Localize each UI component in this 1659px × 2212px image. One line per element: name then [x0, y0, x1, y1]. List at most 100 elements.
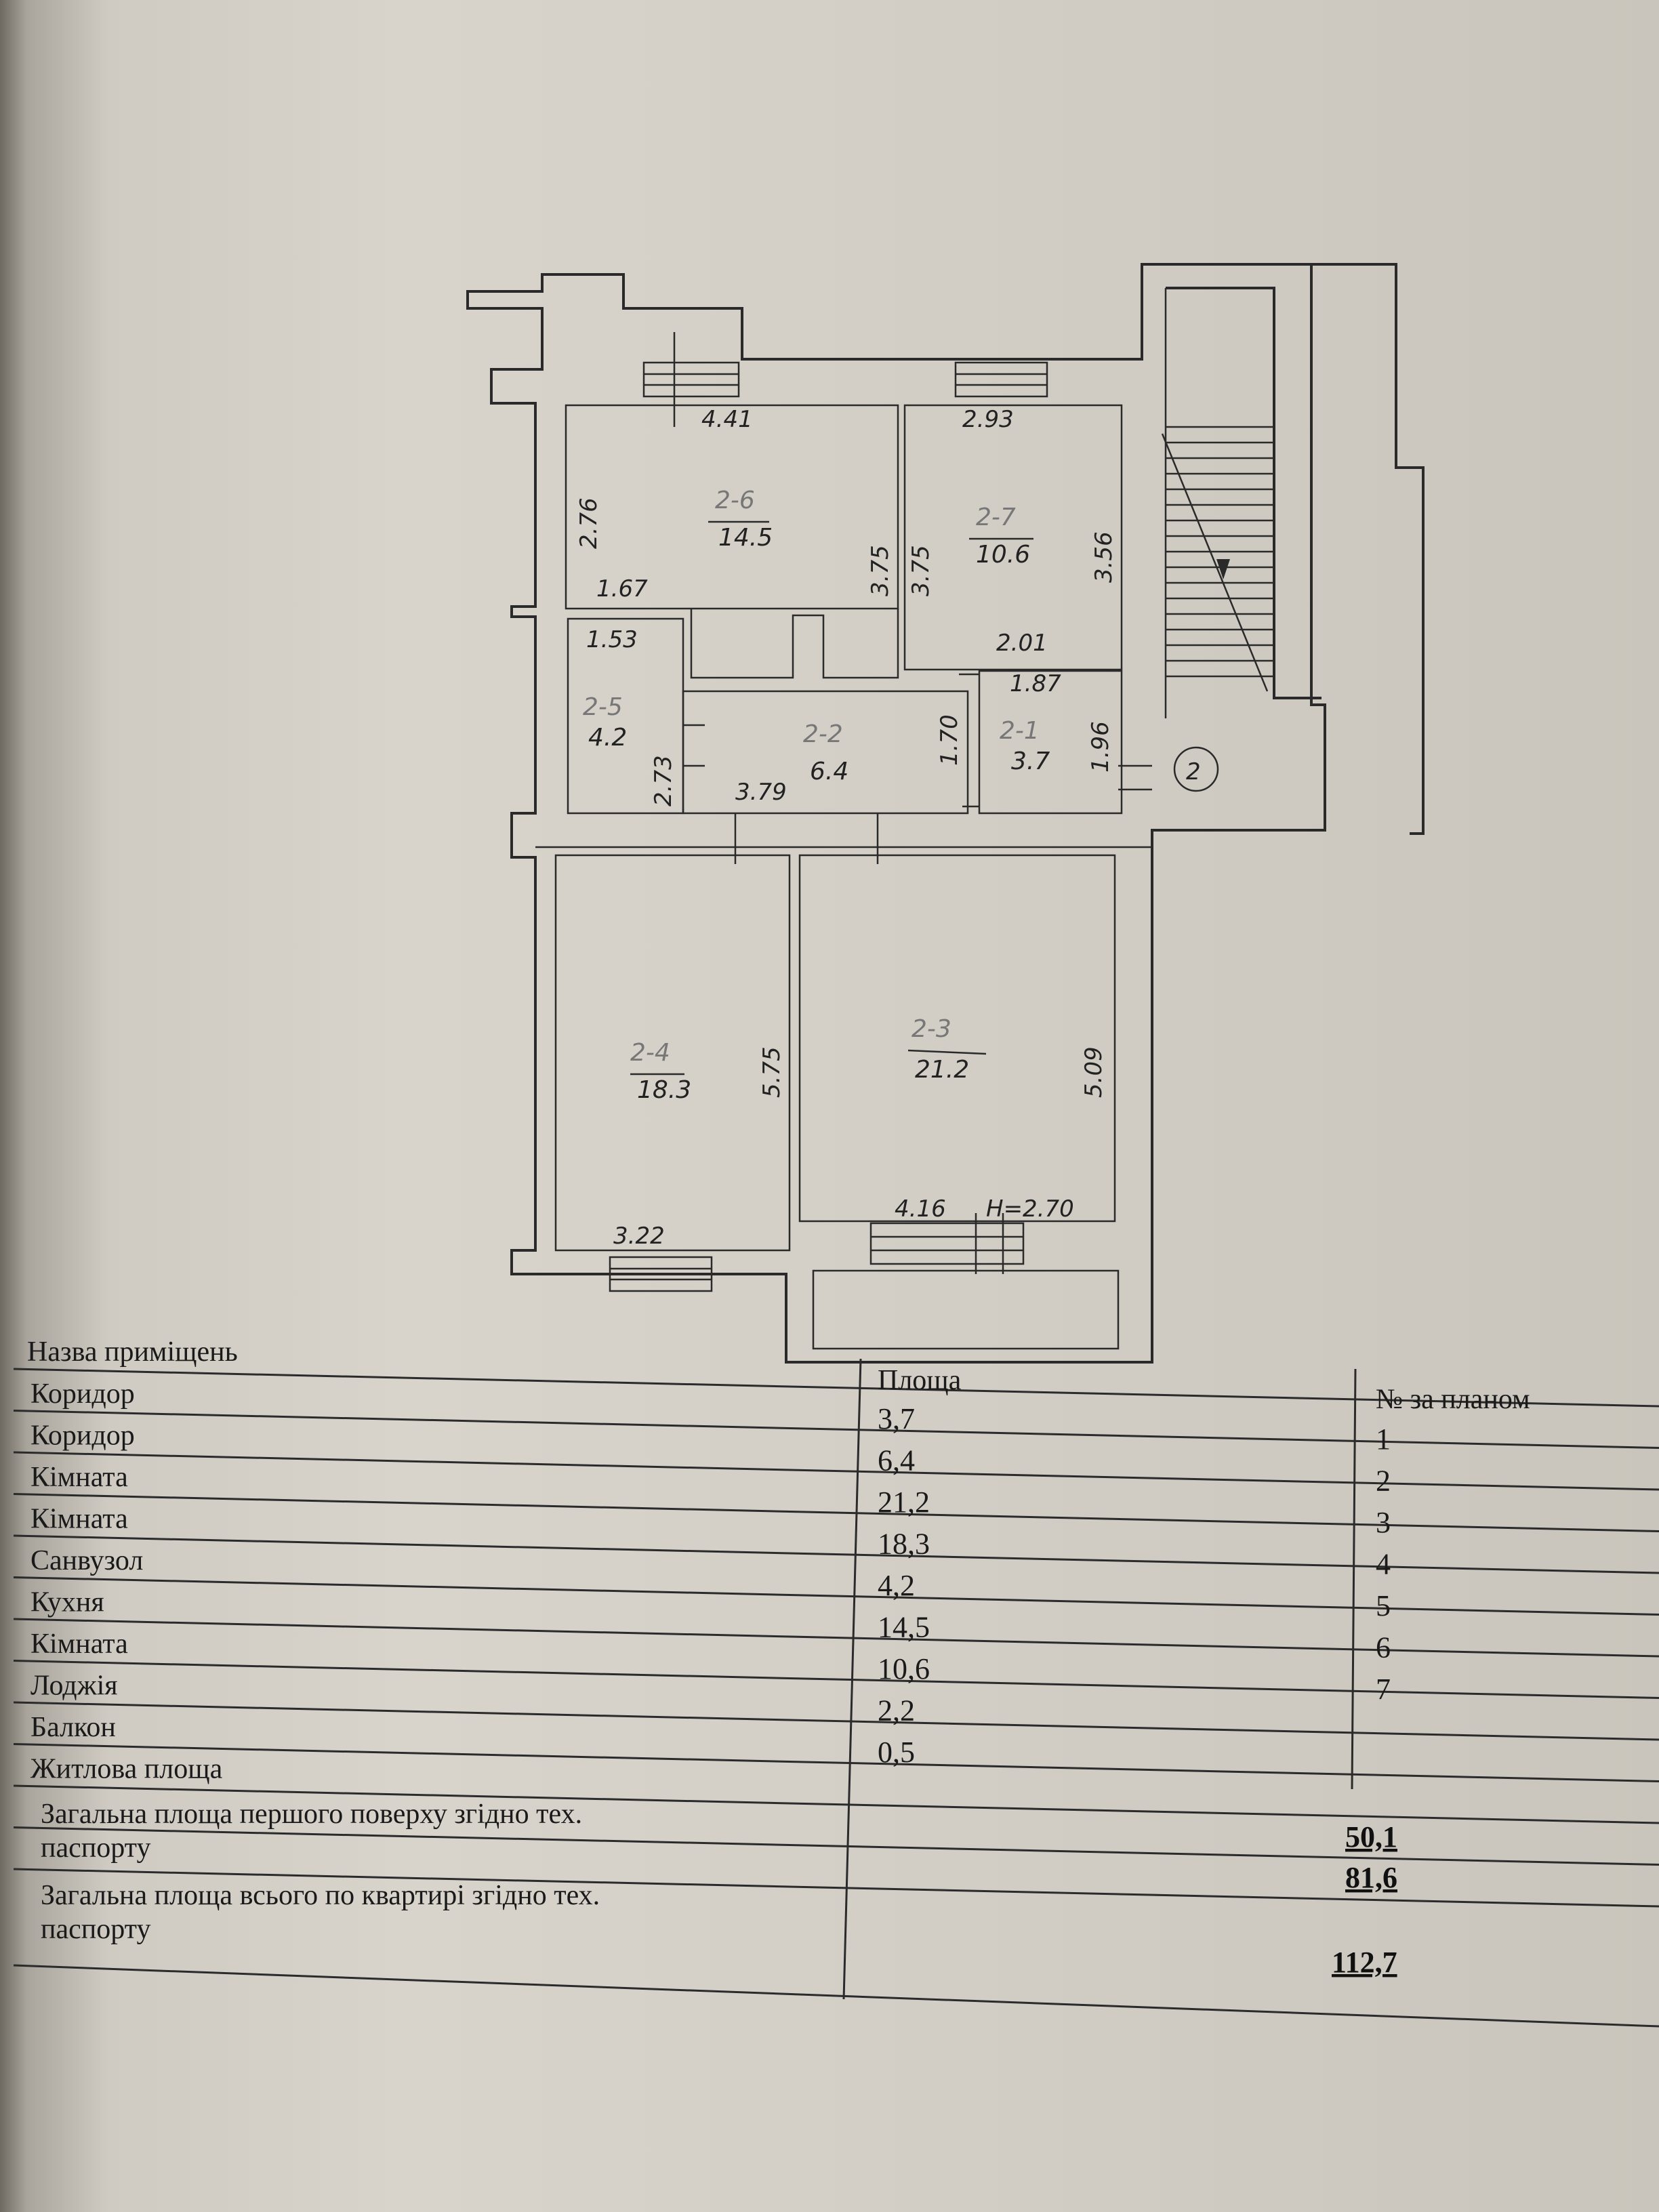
- row-area: 2,2: [878, 1694, 915, 1727]
- header-plan-no: № за планом: [1376, 1384, 1530, 1415]
- room-2-1-outline: [978, 670, 1123, 815]
- room-2-1-area: 3.7: [1011, 747, 1050, 775]
- window-top-right: [954, 361, 1048, 398]
- row-name: Коридор: [30, 1378, 135, 1410]
- row-rule: [13, 1743, 1659, 1782]
- dim-5-75: 5.75: [758, 1046, 785, 1098]
- row-area: 18,3: [878, 1528, 930, 1561]
- entrance-marker-circle: [1173, 746, 1219, 792]
- row-area: 0,5: [878, 1736, 915, 1769]
- stair-outer-wall: [1311, 263, 1425, 835]
- row-name: Житлова площа: [30, 1754, 223, 1785]
- room-2-7-number: 2-7: [976, 504, 1016, 531]
- row-name: Кімната: [30, 1629, 128, 1660]
- floor-plan: 2 2-6 14.5 2-7 10.6 2-5 4.2 2-2 6.4 2-1 …: [466, 263, 1425, 1364]
- dim-height: H=2.70: [986, 1195, 1074, 1223]
- dim-3-56: 3.56: [1090, 531, 1118, 583]
- row-name: Санвузол: [30, 1545, 143, 1576]
- total-1-line1: Загальна площа першого поверху згідно те…: [41, 1799, 582, 1830]
- table-rows: Коридор3,71Коридор6,42Кімната21,23Кімнат…: [30, 1378, 1391, 1785]
- row-rule: [13, 1964, 1659, 2028]
- room-2-1-number: 2-1: [1000, 717, 1040, 745]
- dim-1-96: 1.96: [1087, 721, 1114, 773]
- room-2-2-area: 6.4: [810, 758, 848, 785]
- row-area: 10,6: [878, 1652, 930, 1685]
- dim-1-53: 1.53: [586, 626, 638, 653]
- row-rule: [13, 1618, 1659, 1658]
- room-2-4-outline: [554, 854, 791, 1252]
- row-plan-no: 7: [1376, 1673, 1391, 1706]
- balcony-outline: [812, 1269, 1120, 1350]
- row-plan-no: 2: [1376, 1465, 1391, 1498]
- row-area: 4,2: [878, 1569, 915, 1602]
- room-2-5-number: 2-5: [583, 693, 623, 721]
- room-2-4-area: 18.3: [637, 1076, 691, 1104]
- window-top-left: [642, 332, 740, 427]
- room-2-6-area: 14.5: [718, 524, 773, 552]
- row-name: Коридор: [30, 1420, 135, 1452]
- row-rule: [13, 1868, 1659, 1908]
- row-rule: [13, 1534, 1659, 1574]
- room-2-7-outline: [903, 404, 1123, 671]
- row-rule: [13, 1701, 1659, 1741]
- header-area: Площа: [878, 1365, 962, 1396]
- row-rule: [13, 1493, 1659, 1532]
- stair-arrow-head: [1216, 559, 1230, 579]
- room-2-3-number: 2-3: [912, 1015, 951, 1043]
- row-rule: [13, 1660, 1659, 1699]
- room-2-4-number: 2-4: [630, 1039, 670, 1067]
- row-rule: [13, 1826, 1659, 1866]
- room-2-3-area: 21.2: [915, 1056, 969, 1084]
- room-2-5-area: 4.2: [588, 724, 627, 752]
- doors: [683, 673, 1152, 864]
- entrance-marker-label: 2: [1186, 758, 1201, 785]
- total-1-line2: паспорту: [41, 1832, 150, 1864]
- dim-2-73: 2.73: [650, 755, 677, 806]
- row-area: 14,5: [878, 1611, 930, 1644]
- room-2-3-fraction-line: [907, 1049, 987, 1055]
- row-name: Кімната: [30, 1462, 128, 1493]
- total-2-line2: паспорту: [41, 1914, 150, 1945]
- total-2-line1: Загальна площа всього по квартирі згідно…: [41, 1880, 600, 1911]
- dim-4-16: 4.16: [895, 1195, 946, 1223]
- dim-3-22: 3.22: [613, 1223, 665, 1250]
- dim-2-01: 2.01: [996, 630, 1048, 657]
- row-rule: [13, 1784, 1659, 1824]
- row-name: Балкон: [30, 1712, 116, 1743]
- row-plan-no: 5: [1376, 1589, 1391, 1622]
- window-bottom-left: [609, 1256, 713, 1292]
- stair-arrow-line: [1161, 433, 1269, 692]
- staircase: [1166, 426, 1274, 678]
- dim-4-41: 4.41: [701, 406, 753, 433]
- room-2-6-number: 2-6: [715, 487, 755, 514]
- dim-1-87: 1.87: [1010, 670, 1061, 697]
- row-name: Кухня: [30, 1587, 104, 1618]
- room-2-7-area: 10.6: [976, 541, 1030, 569]
- row-plan-no: 3: [1376, 1506, 1391, 1539]
- row-plan-no: 6: [1376, 1631, 1391, 1664]
- dim-2-76: 2.76: [575, 497, 602, 549]
- total-1-value: 50,1: [1345, 1820, 1397, 1853]
- stair-inner-wall: [1166, 287, 1322, 699]
- dim-3-75-a: 3.75: [867, 545, 894, 596]
- room-table: Назва приміщень Площа № за планом Коридо…: [13, 1336, 1659, 2028]
- row-name: Лоджія: [30, 1671, 118, 1702]
- dim-1-67: 1.67: [596, 575, 648, 602]
- room-2-2-outline: [682, 690, 969, 815]
- dim-3-79: 3.79: [735, 779, 787, 806]
- row-plan-no: 1: [1376, 1422, 1391, 1456]
- total-2-value: 81,6: [1345, 1861, 1397, 1894]
- row-name: Кімната: [30, 1504, 128, 1535]
- room-2-3-outline: [798, 854, 1116, 1223]
- dim-1-70: 1.70: [936, 714, 963, 766]
- dim-5-09: 5.09: [1080, 1046, 1107, 1098]
- row-rule: [13, 1451, 1659, 1491]
- room-2-6-lower: [690, 609, 899, 679]
- dim-2-93: 2.93: [962, 406, 1014, 433]
- room-2-2-number: 2-2: [803, 720, 843, 748]
- outer-wall: [466, 263, 1326, 1364]
- row-area: 21,2: [878, 1486, 930, 1519]
- final-total-value: 112,7: [1332, 1946, 1397, 1979]
- dim-3-75-b: 3.75: [907, 545, 935, 596]
